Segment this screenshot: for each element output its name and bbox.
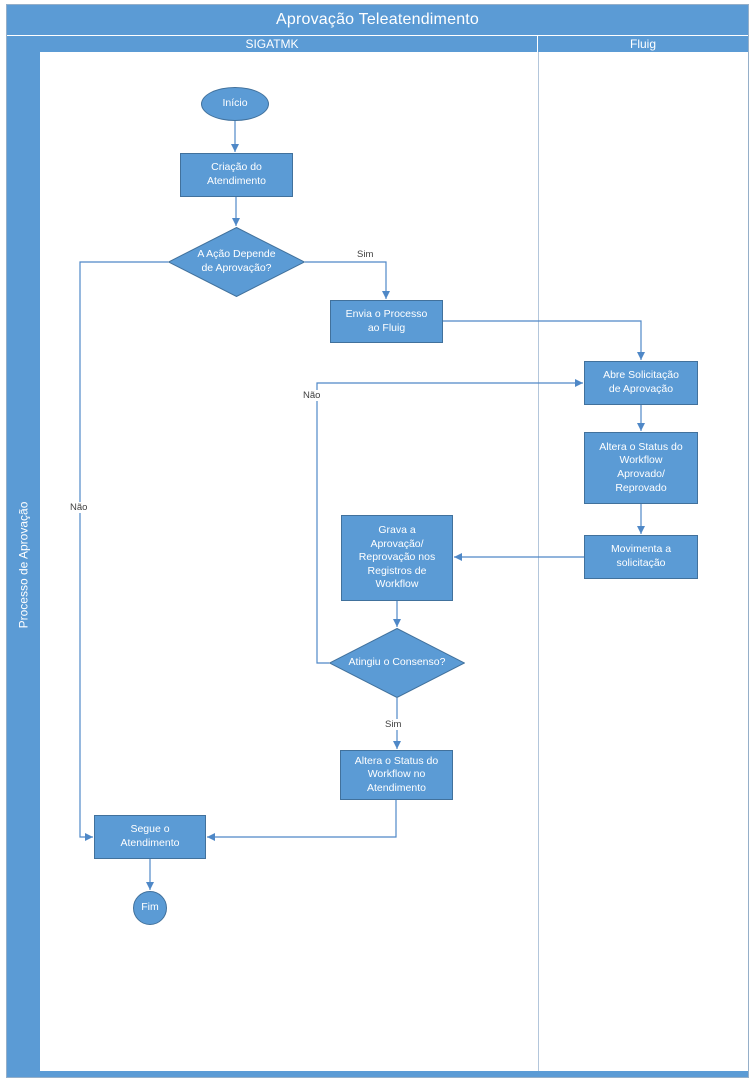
end-node-fim: Fim <box>133 891 167 925</box>
decision-node-depende-aprovacao: A Ação Depende de Aprovação? <box>168 227 305 297</box>
start-node-inicio: Início <box>201 87 269 121</box>
process-node-grava-aprovacao: Grava a Aprovação/ Reprovação nos Regist… <box>341 515 453 601</box>
diagram-title: Aprovação Teleatendimento <box>7 5 748 35</box>
lane-header-fluig: Fluig <box>538 35 748 52</box>
process-node-envia-processo-fluig: Envia o Processo ao Fluig <box>330 300 443 343</box>
lane-header-sigatmk: SIGATMK <box>7 35 538 52</box>
process-sidebar: Processo de Aprovação <box>7 52 40 1077</box>
process-node-criacao-atendimento: Criação do Atendimento <box>180 153 293 197</box>
lane-divider <box>538 52 539 1071</box>
pool-bottom-band <box>40 1071 748 1077</box>
process-node-segue-atendimento: Segue o Atendimento <box>94 815 206 859</box>
process-node-abre-solicitacao: Abre Solicitação de Aprovação <box>584 361 698 405</box>
connector-consenso-nao-abre <box>316 379 583 664</box>
process-node-movimenta-solicitacao: Movimenta a solicitação <box>584 535 698 579</box>
connector-envia-abre <box>443 320 645 360</box>
decision-label-depende: A Ação Depende de Aprovação? <box>197 248 276 274</box>
edge-label-nao-consenso: Não <box>301 390 323 401</box>
connector-decisao-nao-segue <box>79 261 168 841</box>
decision-node-atingiu-consenso: Atingiu o Consenso? <box>329 628 465 698</box>
connector-altera-segue <box>207 800 397 841</box>
connector-decisao-sim-envia <box>305 261 390 299</box>
edge-label-nao-depende: Não <box>68 502 90 513</box>
edge-label-sim-consenso: Sim <box>383 719 404 730</box>
pool-frame <box>6 4 749 1078</box>
process-node-altera-status-workflow: Altera o Status do Workflow Aprovado/ Re… <box>584 432 698 504</box>
diamond-shape <box>168 227 305 297</box>
edge-label-sim-depende: Sim <box>355 249 376 260</box>
decision-label-consenso: Atingiu o Consenso? <box>348 656 446 669</box>
diamond-shape <box>329 628 465 698</box>
process-node-altera-status-atendimento: Altera o Status do Workflow no Atendimen… <box>340 750 453 800</box>
